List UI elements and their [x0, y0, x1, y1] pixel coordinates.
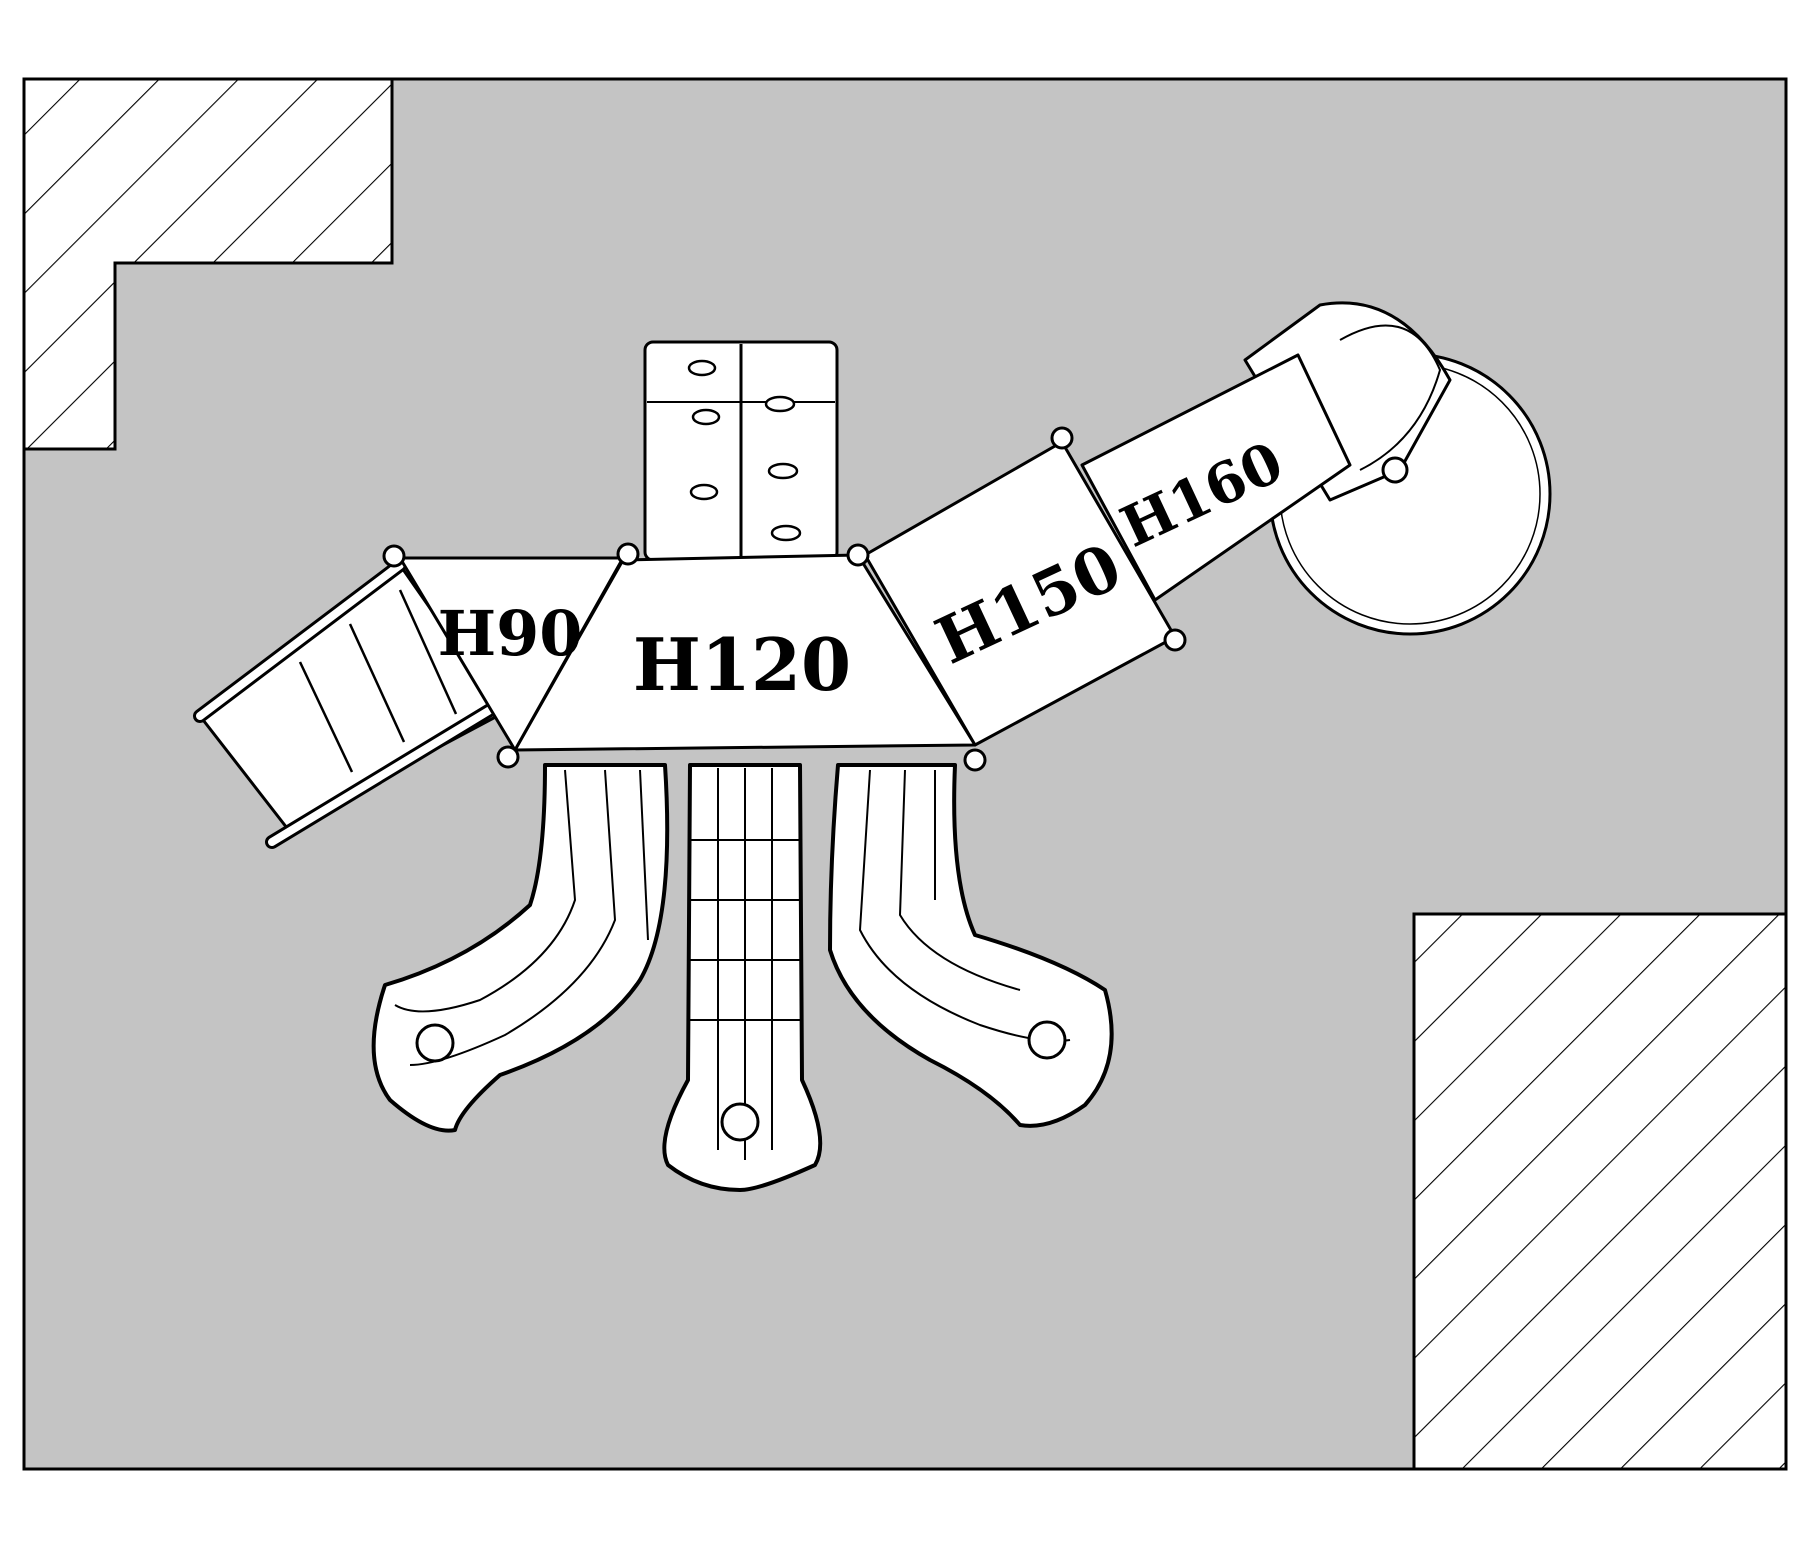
- slide-exit-marker: [720, 1102, 760, 1142]
- climbing-hold: [687, 359, 802, 542]
- slide-right: [828, 763, 1114, 1128]
- hatched-obstruction-top-left: [22, 77, 394, 451]
- slide-center: [662, 763, 823, 1192]
- slide-left: [371, 763, 670, 1133]
- platform-h90: H90: [398, 556, 625, 752]
- platform-h150: H150: [863, 440, 1177, 747]
- tube-slide: [1243, 301, 1552, 636]
- platform-h120: H120: [513, 553, 977, 752]
- support-posts: [382, 426, 1409, 772]
- slide-exit-marker: [415, 1023, 455, 1063]
- platform-h90-label: H90: [438, 597, 583, 670]
- slide-exit-marker: [1027, 1020, 1067, 1060]
- hatched-obstruction-bottom-right: [1412, 912, 1788, 1471]
- platform-h120-label: H120: [633, 622, 851, 707]
- climbing-wall: [643, 340, 839, 562]
